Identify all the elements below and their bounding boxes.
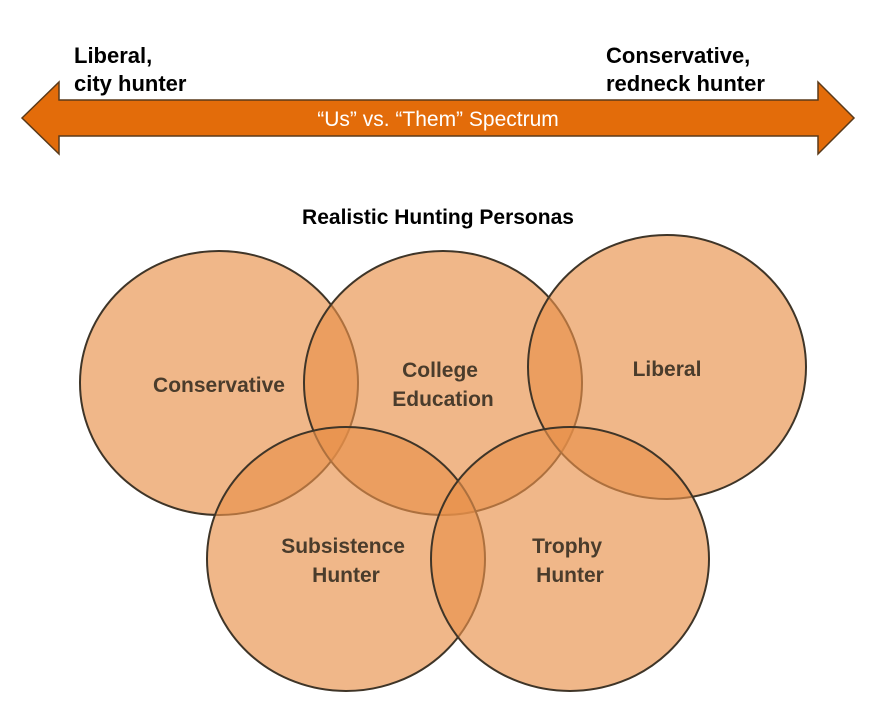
spectrum-arrow-label: “Us” vs. “Them” Spectrum (317, 108, 559, 131)
spectrum-right-label-line-2: redneck hunter (606, 71, 765, 96)
label-college-education-line-2: Education (392, 388, 494, 411)
label-trophy-hunter-line-2: Hunter (536, 564, 604, 587)
label-college-education: College Education (392, 359, 494, 411)
label-college-education-line-1: College (402, 359, 478, 382)
spectrum-right-label: Conservative, redneck hunter (606, 42, 765, 98)
label-liberal: Liberal (633, 358, 702, 381)
label-trophy-hunter: Trophy Hunter (532, 535, 608, 587)
persona-circles (79, 234, 807, 692)
label-subsistence-hunter-line-1: Subsistence (281, 535, 405, 558)
spectrum-left-label-line-2: city hunter (74, 71, 187, 96)
spectrum-left-label-line-1: Liberal, (74, 43, 153, 68)
label-subsistence-hunter-line-2: Hunter (312, 564, 380, 587)
spectrum-right-label-line-1: Conservative, (606, 43, 751, 68)
diagram-title: Realistic Hunting Personas (302, 206, 574, 229)
label-liberal-line-1: Liberal (633, 358, 702, 381)
label-trophy-hunter-line-1: Trophy (532, 535, 602, 558)
label-conservative-line-1: Conservative (153, 374, 285, 397)
label-conservative: Conservative (153, 374, 285, 397)
spectrum-arrow (20, 80, 856, 156)
circle-trophy-hunter (430, 426, 710, 692)
spectrum-left-label: Liberal, city hunter (74, 42, 186, 98)
label-subsistence-hunter: Subsistence Hunter (281, 535, 411, 587)
